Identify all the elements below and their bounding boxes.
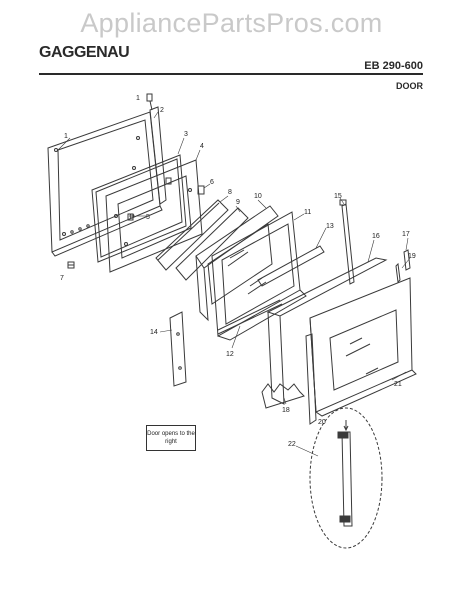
callout-13: 13 <box>326 223 334 230</box>
door-opens-note: Door opens to the right <box>146 425 196 451</box>
callout-21: 21 <box>394 381 402 388</box>
vertical-rod <box>339 199 355 285</box>
bottom-strip <box>217 299 283 335</box>
callout-1b: 1 <box>136 95 140 102</box>
callout-15: 15 <box>334 193 342 200</box>
callout-7: 7 <box>60 275 64 282</box>
handle-detail <box>309 407 383 549</box>
front-panel <box>309 277 417 417</box>
section-title: DOOR <box>396 81 423 91</box>
callout-12: 12 <box>226 351 234 358</box>
callout-1: 1 <box>64 133 68 140</box>
glass-assembly <box>195 205 279 322</box>
screw-part <box>129 213 135 219</box>
brand-logo: GAGGENAU <box>39 44 130 61</box>
inner-door-panel <box>211 211 307 341</box>
callout-20: 20 <box>318 419 326 426</box>
callout-labels: 1 1 2 3 4 5 6 7 8 9 10 11 12 13 14 15 16… <box>60 95 416 448</box>
clip-part <box>67 261 75 269</box>
hinge-cover <box>169 311 187 387</box>
header-rule <box>39 73 423 75</box>
callout-14: 14 <box>150 329 158 336</box>
seal-strip <box>261 383 305 409</box>
callout-11: 11 <box>304 209 311 216</box>
trim-bar <box>257 245 325 287</box>
door-frame-outer <box>47 111 163 257</box>
glass-pane-2 <box>175 207 249 281</box>
watermark: AppliancePartsPros.com <box>80 8 383 38</box>
callout-17: 17 <box>402 231 410 238</box>
callout-3: 3 <box>184 131 188 138</box>
callout-5: 5 <box>146 214 150 221</box>
callout-16: 16 <box>372 233 380 240</box>
callout-6: 6 <box>210 179 214 186</box>
callout-9: 9 <box>236 199 240 206</box>
leader-lines <box>57 111 411 457</box>
glass-pane-1 <box>155 199 229 271</box>
callout-2: 2 <box>160 107 164 114</box>
outer-door-glass <box>266 257 388 405</box>
side-profile <box>305 333 317 425</box>
callout-22: 22 <box>288 441 296 448</box>
callout-4: 4 <box>200 143 204 150</box>
callout-18: 18 <box>282 407 290 414</box>
callout-19: 19 <box>408 253 416 260</box>
door-gasket <box>91 154 187 263</box>
door-frame-inner <box>105 159 203 273</box>
door-frame-side-strip <box>146 93 167 205</box>
model-number: EB 290-600 <box>364 60 423 72</box>
bracket-part <box>197 185 205 195</box>
callout-8: 8 <box>228 189 232 196</box>
callout-10: 10 <box>254 193 262 200</box>
